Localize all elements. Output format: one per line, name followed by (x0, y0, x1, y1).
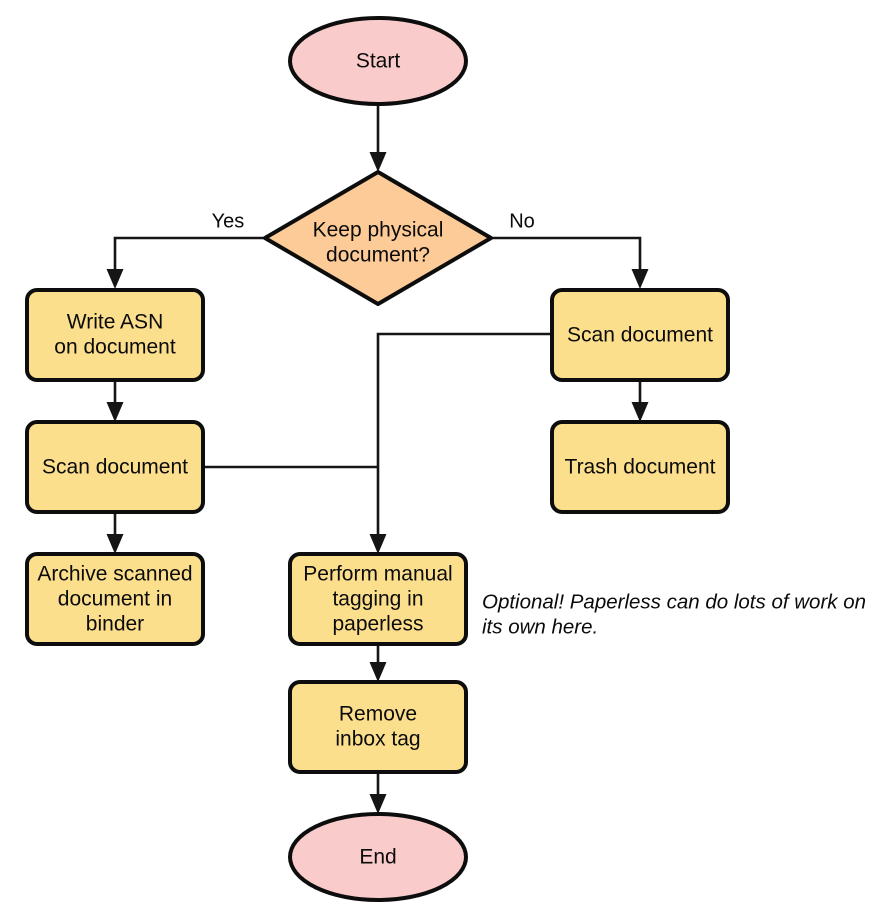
archive-label-line1: Archive scanned (37, 563, 192, 586)
node-start[interactable]: Start (288, 16, 468, 106)
manual-tagging-box-shape (288, 552, 468, 646)
trash-label: Trash document (565, 456, 716, 479)
archive-label-line3: binder (86, 613, 144, 636)
node-end[interactable]: End (288, 812, 468, 902)
edge-scan-left-to-archive (106, 512, 124, 554)
start-ellipse-shape (288, 16, 468, 106)
node-trash-document[interactable]: Trash document (550, 420, 730, 514)
edge-start-to-decision (369, 104, 387, 172)
decision-diamond-shape (263, 170, 493, 306)
scan-right-box-shape (550, 288, 730, 382)
write-asn-label-line1: Write ASN (67, 311, 163, 334)
node-decision-keep-physical-document[interactable]: Keep physical document? (263, 170, 493, 306)
edge-remove-inbox-to-end (369, 772, 387, 814)
edge-scan-right-to-trash (631, 380, 649, 422)
edge-label-no: No (509, 210, 535, 232)
scan-right-label: Scan document (567, 324, 713, 347)
node-scan-document-left[interactable]: Scan document (25, 420, 205, 514)
remove-inbox-box-shape (288, 680, 468, 774)
remove-inbox-label-line2: inbox tag (335, 728, 420, 751)
trash-box-shape (550, 420, 730, 514)
edge-decision-yes-to-write-asn (106, 236, 265, 289)
edge-scan-right-to-manual-tagging (369, 332, 552, 554)
archive-label-line2: document in (58, 588, 172, 611)
optional-note-line2: its own here. (482, 615, 598, 638)
optional-note-line1: Optional! Paperless can do lots of work … (482, 590, 866, 613)
manual-tagging-label-line3: paperless (332, 613, 423, 636)
end-label: End (359, 846, 396, 869)
node-perform-manual-tagging[interactable]: Perform manual tagging in paperless (288, 552, 468, 646)
scan-left-box-shape (25, 420, 205, 514)
edge-write-asn-to-scan-left (106, 380, 124, 422)
scan-left-label: Scan document (42, 456, 188, 479)
end-ellipse-shape (288, 812, 468, 902)
write-asn-box-shape (25, 288, 205, 382)
archive-box-shape (25, 552, 205, 646)
decision-label-line2: document? (326, 244, 430, 267)
edge-manual-tagging-to-remove-inbox (369, 644, 387, 682)
start-label: Start (356, 50, 401, 73)
edge-decision-no-to-scan-right (491, 236, 649, 289)
manual-tagging-label-line2: tagging in (332, 588, 423, 611)
manual-tagging-label-line1: Perform manual (303, 563, 452, 586)
annotation-optional-note: Optional! Paperless can do lots of work … (482, 590, 866, 638)
decision-label-line1: Keep physical (313, 219, 444, 242)
remove-inbox-label-line1: Remove (339, 703, 417, 726)
node-write-asn[interactable]: Write ASN on document (25, 288, 205, 382)
edges-layer (106, 104, 649, 814)
edge-label-yes: Yes (212, 210, 245, 232)
node-scan-document-right[interactable]: Scan document (550, 288, 730, 382)
node-remove-inbox-tag[interactable]: Remove inbox tag (288, 680, 468, 774)
node-archive-scanned-document[interactable]: Archive scanned document in binder (25, 552, 205, 646)
write-asn-label-line2: on document (54, 336, 176, 359)
